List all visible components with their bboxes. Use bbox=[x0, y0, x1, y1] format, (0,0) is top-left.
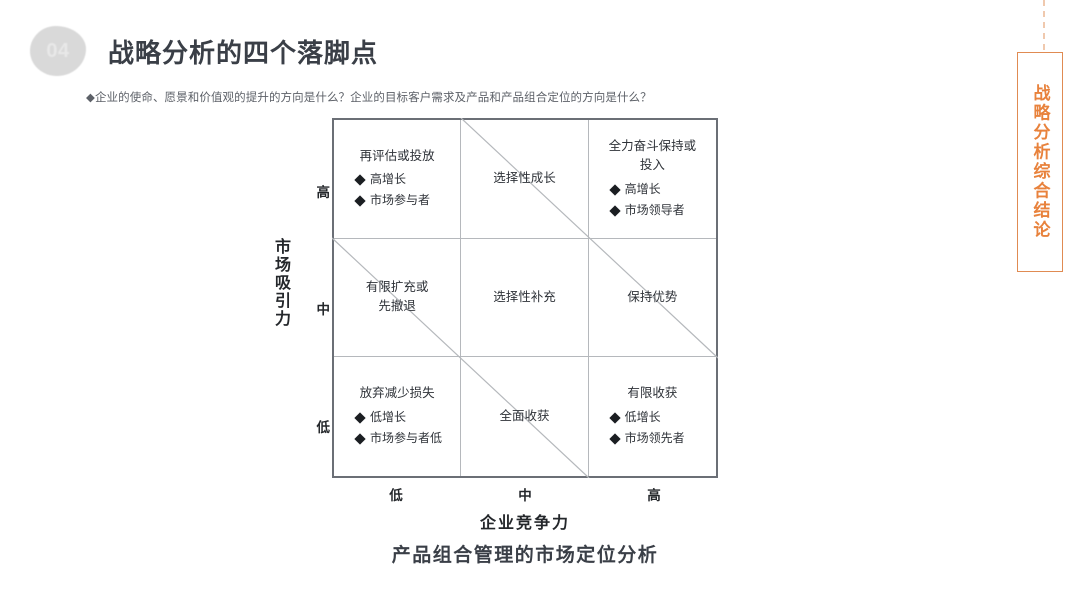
matrix-cell-bullet: 低增长 bbox=[608, 407, 685, 428]
page-title: 战略分析的四个落脚点 bbox=[108, 38, 379, 68]
bullet-text: 高增长 bbox=[370, 172, 407, 187]
matrix-cell-title: 选择性补充 bbox=[493, 289, 556, 304]
matrix-cell-bullet: 高增长 bbox=[608, 179, 685, 200]
x-axis-tick-low: 低 bbox=[389, 488, 403, 503]
dashed-connector-line bbox=[1043, 0, 1045, 50]
matrix-cell-r3c2[interactable]: 全面收获 bbox=[461, 357, 589, 476]
y-axis-tick-medium: 中 bbox=[316, 302, 331, 317]
matrix-cell-bullets: 高增长 市场领导者 bbox=[595, 179, 685, 221]
matrix-cell-bullet: 低增长 bbox=[354, 407, 442, 428]
matrix-cell-bullet: 高增长 bbox=[354, 169, 430, 190]
matrix-cell-bullet: 市场参与者低 bbox=[354, 428, 443, 449]
matrix-cell-bullets: 低增长 市场参与者低 bbox=[340, 407, 442, 449]
diamond-bullet-icon bbox=[608, 412, 621, 424]
matrix-cell-title: 有限收获 bbox=[627, 386, 678, 401]
slide-number-badge: 04 bbox=[30, 26, 86, 76]
matrix-cell-r1c2[interactable]: 选择性成长 bbox=[461, 120, 589, 239]
figure-caption: 产品组合管理的市场定位分析 bbox=[391, 545, 659, 566]
matrix-cell-bullet: 市场领导者 bbox=[608, 200, 685, 221]
y-axis-label: 市场吸引力 bbox=[272, 238, 289, 328]
bullet-text: 市场领导者 bbox=[624, 202, 685, 217]
matrix-cell-bullet: 市场参与者 bbox=[354, 190, 431, 211]
matrix-cell-title: 选择性成长 bbox=[493, 171, 556, 186]
matrix-cell-r2c2[interactable]: 选择性补充 bbox=[461, 238, 589, 358]
matrix-cell-bullet: 市场领先者 bbox=[608, 428, 685, 449]
y-axis-tick-high: 高 bbox=[316, 185, 331, 200]
bullet-text: 高增长 bbox=[624, 181, 661, 196]
x-axis-tick-high: 高 bbox=[647, 488, 661, 503]
matrix-cell-title: 全力奋斗保持或 投入 bbox=[608, 138, 697, 173]
y-axis-tick-low: 低 bbox=[316, 420, 331, 435]
diamond-bullet-icon bbox=[354, 433, 366, 445]
matrix-cell-r3c1[interactable]: 放弃减少损失 低增长 市场参与者低 bbox=[334, 357, 462, 476]
matrix-grid: 再评估或投放 高增长 市场参与者 选择性成长 全力奋斗保持或 投入 高增长 市场… bbox=[332, 118, 718, 478]
x-axis-label: 企业竞争力 bbox=[479, 515, 570, 532]
diamond-bullet-icon bbox=[608, 184, 621, 196]
side-tab-label: 战略分析综合结论 bbox=[1030, 84, 1050, 240]
matrix-cell-r3c3[interactable]: 有限收获 低增长 市场领先者 bbox=[589, 357, 716, 476]
matrix-cell-title: 放弃减少损失 bbox=[359, 386, 435, 401]
diamond-bullet-icon bbox=[354, 174, 366, 186]
matrix-cell-bullets: 高增长 市场参与者 bbox=[340, 169, 430, 211]
diamond-bullet-icon bbox=[354, 412, 366, 424]
diamond-bullet-icon bbox=[354, 195, 366, 207]
matrix-cell-title: 再评估或投放 bbox=[359, 148, 435, 163]
bullet-text: 低增长 bbox=[624, 409, 661, 424]
diamond-bullet-icon bbox=[608, 205, 621, 217]
matrix-cell-r2c1[interactable]: 有限扩充或 先撤退 bbox=[334, 238, 462, 358]
market-positioning-matrix: 再评估或投放 高增长 市场参与者 选择性成长 全力奋斗保持或 投入 高增长 市场… bbox=[332, 118, 718, 478]
x-axis-tick-medium: 中 bbox=[518, 488, 532, 503]
matrix-cell-title: 全面收获 bbox=[499, 408, 550, 423]
matrix-cell-r1c3[interactable]: 全力奋斗保持或 投入 高增长 市场领导者 bbox=[588, 120, 716, 239]
diamond-bullet-icon bbox=[608, 433, 621, 445]
page-subtitle: ◆企业的使命、愿景和价值观的提升的方向是什么？企业的目标客户需求及产品和产品组合… bbox=[86, 92, 652, 104]
bullet-text: 低增长 bbox=[370, 409, 407, 424]
matrix-cell-r2c3[interactable]: 保持优势 bbox=[588, 239, 716, 358]
side-tab-chapter[interactable]: 战略分析综合结论 bbox=[1017, 52, 1063, 272]
bullet-text: 市场参与者 bbox=[370, 193, 431, 208]
bullet-text: 市场领先者 bbox=[624, 430, 685, 445]
slide-number-text: 04 bbox=[46, 39, 70, 62]
matrix-cell-bullets: 低增长 市场领先者 bbox=[595, 407, 685, 449]
matrix-cell-title: 保持优势 bbox=[627, 289, 678, 304]
matrix-cell-r1c1[interactable]: 再评估或投放 高增长 市场参与者 bbox=[334, 120, 462, 239]
matrix-cell-title: 有限扩充或 先撤退 bbox=[365, 280, 429, 314]
bullet-text: 市场参与者低 bbox=[370, 430, 443, 445]
